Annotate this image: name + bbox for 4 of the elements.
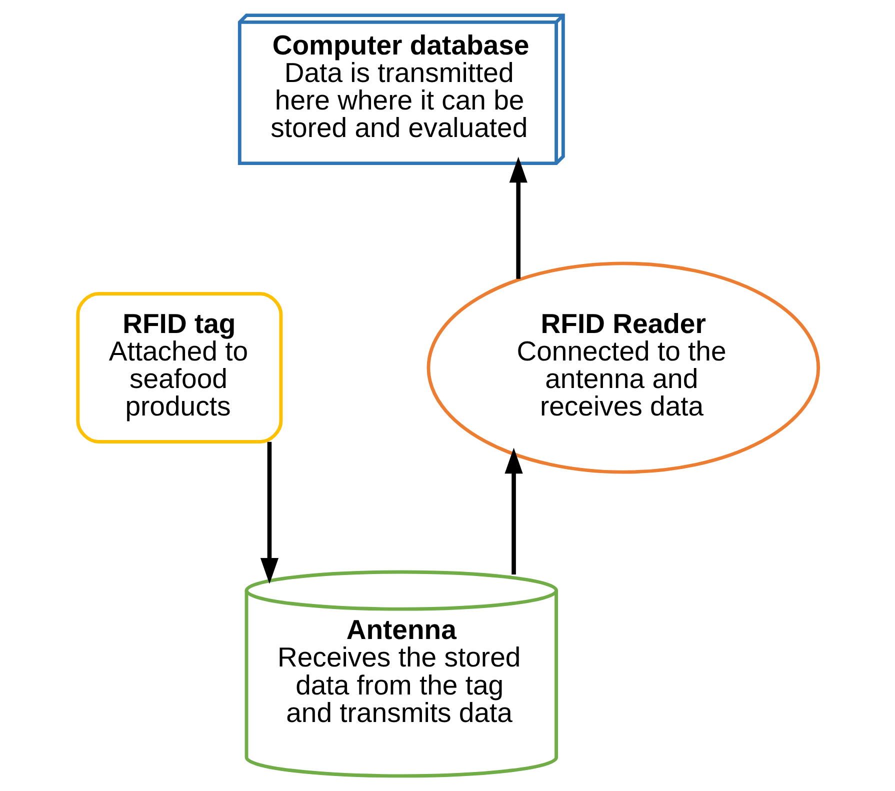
node-box: RFID tag Attached to seafood products <box>76 292 282 444</box>
arrow <box>504 448 522 575</box>
arrow <box>508 156 527 279</box>
arrow <box>260 442 278 584</box>
